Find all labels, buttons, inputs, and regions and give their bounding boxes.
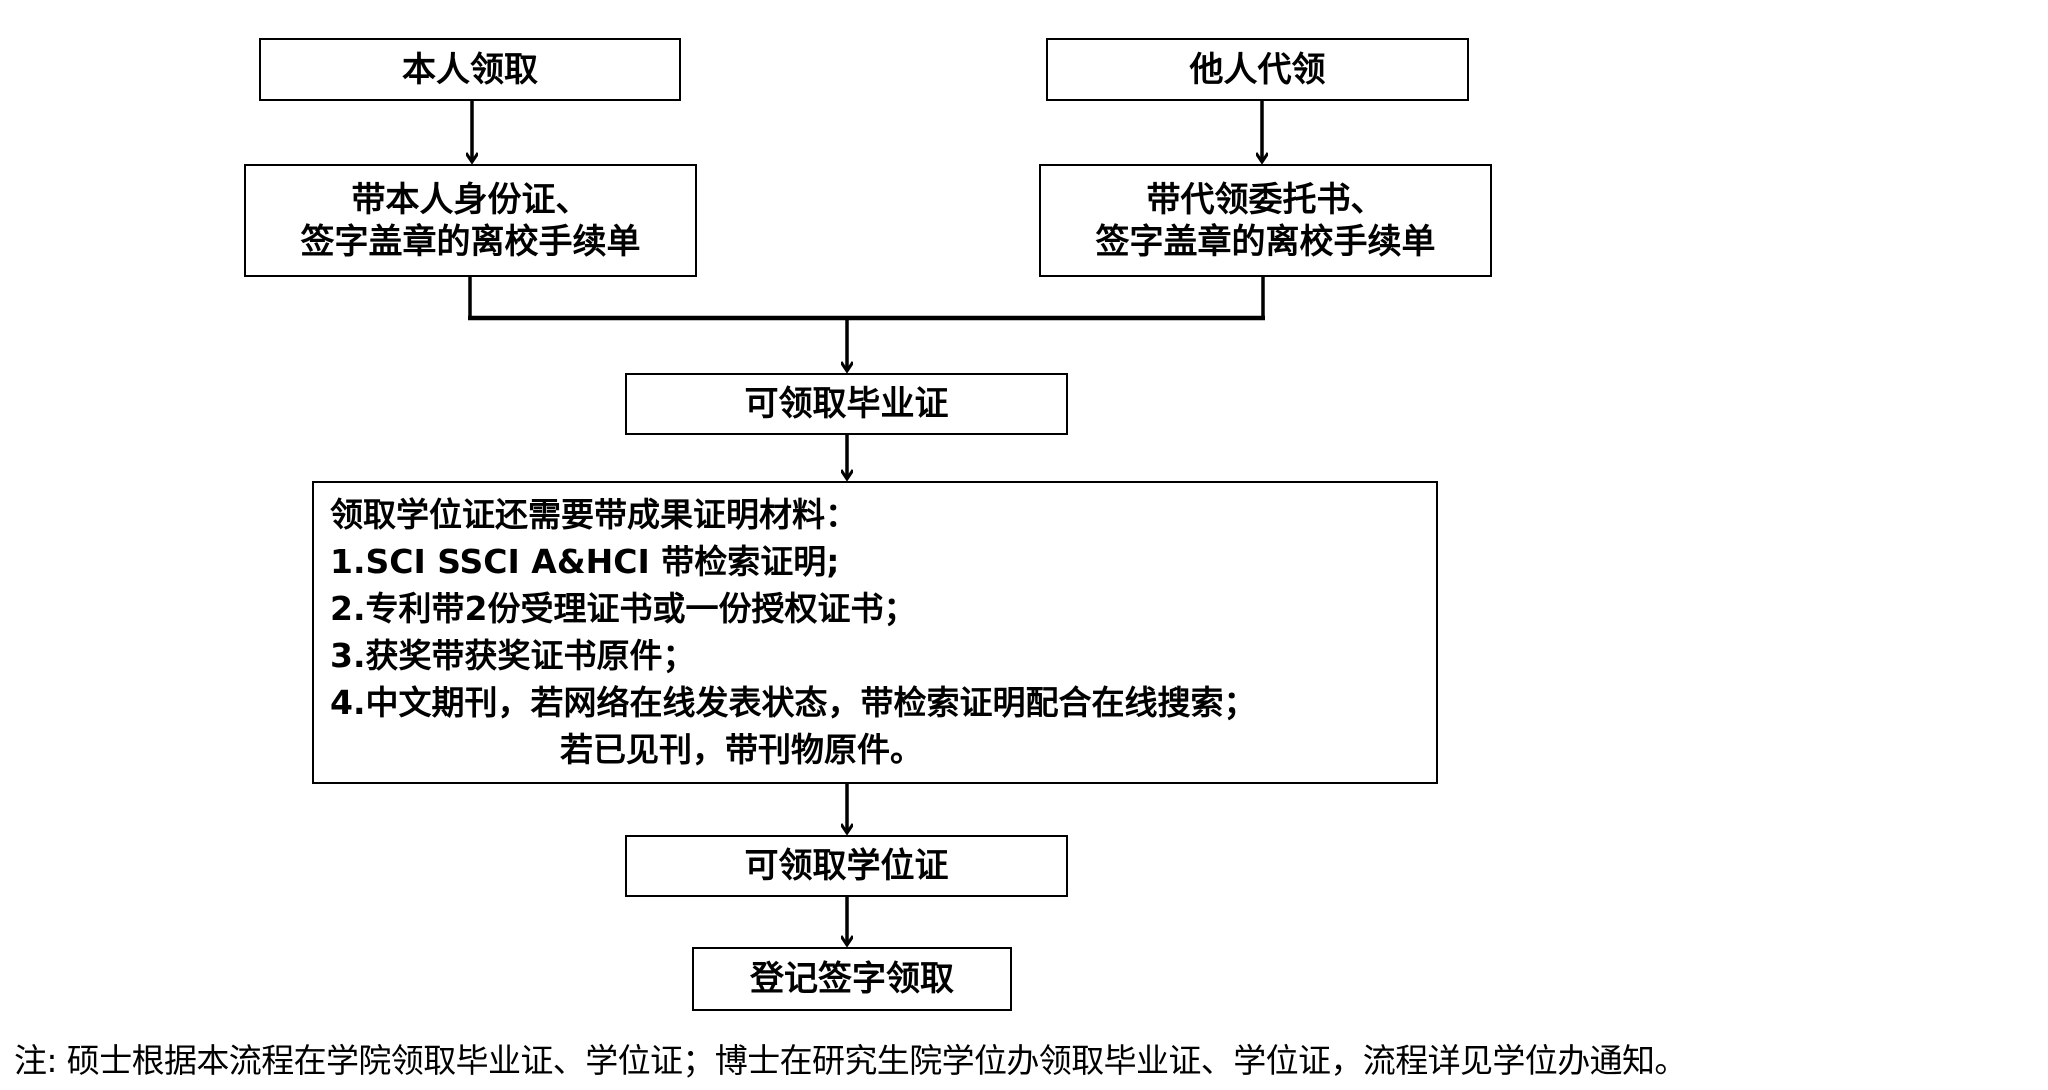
proxy-requirements-line: 签字盖章的离校手续单 xyxy=(1095,221,1436,262)
degree-step-box: 可领取学位证 xyxy=(625,835,1068,897)
proxy-pickup-box: 他人代领 xyxy=(1046,38,1469,101)
proxy-pickup-title: 他人代领 xyxy=(1189,49,1326,90)
diploma-step-box: 可领取毕业证 xyxy=(625,373,1068,435)
degree-step-title: 可领取学位证 xyxy=(744,846,949,886)
degree-materials-item: 1.SCI SSCI A&HCI 带检索证明; xyxy=(330,542,840,581)
self-pickup-title: 本人领取 xyxy=(402,49,538,90)
self-requirements-line: 签字盖章的离校手续单 xyxy=(300,221,641,262)
self-requirements-box: 带本人身份证、 签字盖章的离校手续单 xyxy=(244,164,697,277)
proxy-requirements-box: 带代领委托书、 签字盖章的离校手续单 xyxy=(1039,164,1492,277)
proxy-requirements-line: 带代领委托书、 xyxy=(1146,179,1385,220)
final-step-title: 登记签字领取 xyxy=(750,959,954,999)
degree-materials-box: 领取学位证还需要带成果证明材料： 1.SCI SSCI A&HCI 带检索证明;… xyxy=(312,481,1438,784)
diploma-step-title: 可领取毕业证 xyxy=(744,384,949,424)
self-requirements-line: 带本人身份证、 xyxy=(351,179,590,220)
final-step-box: 登记签字领取 xyxy=(692,947,1012,1011)
self-pickup-box: 本人领取 xyxy=(259,38,681,101)
footnote: 注: 硕士根据本流程在学院领取毕业证、学位证；博士在研究生院学位办领取毕业证、学… xyxy=(14,1041,1687,1080)
degree-materials-item: 2.专利带2份受理证书或一份授权证书； xyxy=(330,589,917,628)
degree-materials-item: 3.获奖带获奖证书原件； xyxy=(330,636,696,675)
degree-materials-item: 4.中文期刊，若网络在线发表状态，带检索证明配合在线搜索； xyxy=(330,683,1257,722)
degree-materials-continuation: 若已见刊，带刊物原件。 xyxy=(560,730,923,769)
degree-materials-heading: 领取学位证还需要带成果证明材料： xyxy=(330,495,858,534)
